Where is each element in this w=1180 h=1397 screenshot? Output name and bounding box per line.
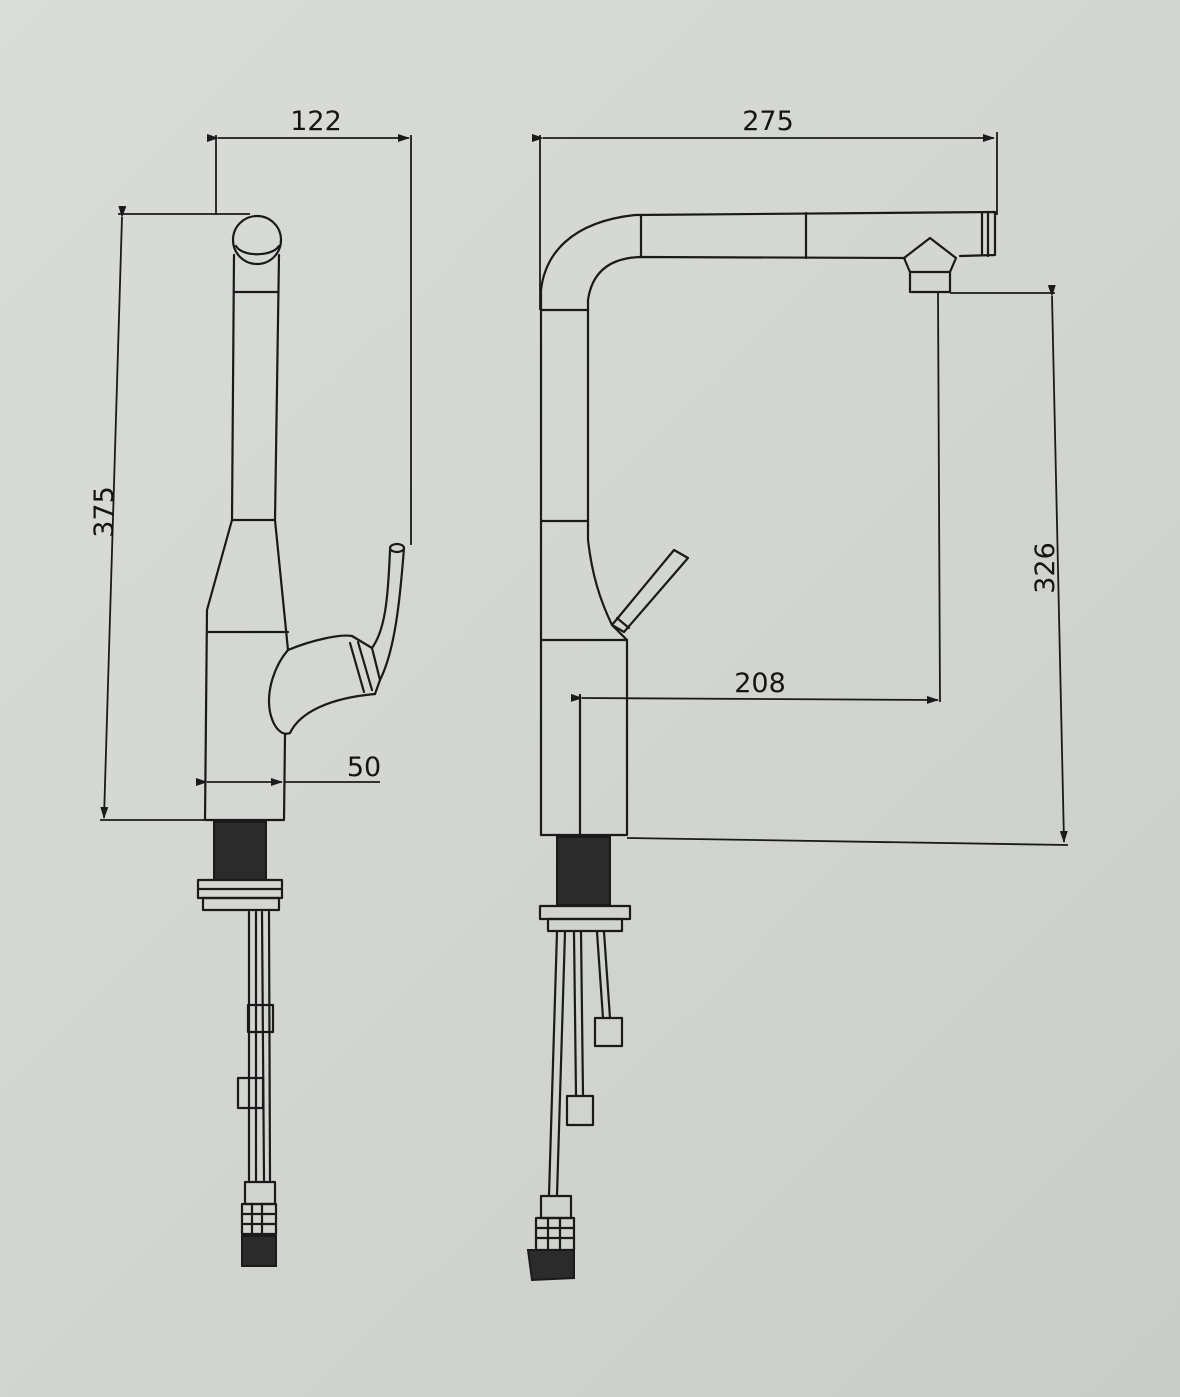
dimension-front-height: 326 — [626, 284, 1069, 846]
faucet-side-body — [203, 214, 406, 822]
dimension-front-reach-label: 208 — [734, 668, 786, 699]
dimension-front-width: 275 — [532, 106, 998, 310]
faucet-front-body — [539, 210, 997, 837]
dimension-front-height-label: 326 — [1030, 542, 1061, 594]
side-view: 122 375 — [89, 106, 412, 1267]
dimension-side-base-label: 50 — [347, 752, 381, 783]
front-view: 275 208 — [526, 106, 1069, 1282]
dimension-front-width-label: 275 — [742, 106, 794, 137]
front-mounting-hardware — [526, 836, 632, 1282]
dimension-side-width-label: 122 — [290, 106, 342, 137]
dimension-front-reach: 208 — [570, 291, 941, 704]
dimension-side-height-label: 375 — [89, 486, 120, 538]
dimension-side-base: 50 — [196, 752, 381, 786]
dimension-side-height: 375 — [89, 205, 250, 821]
dimension-side-width: 122 — [207, 106, 412, 545]
side-mounting-hardware — [196, 821, 284, 1267]
